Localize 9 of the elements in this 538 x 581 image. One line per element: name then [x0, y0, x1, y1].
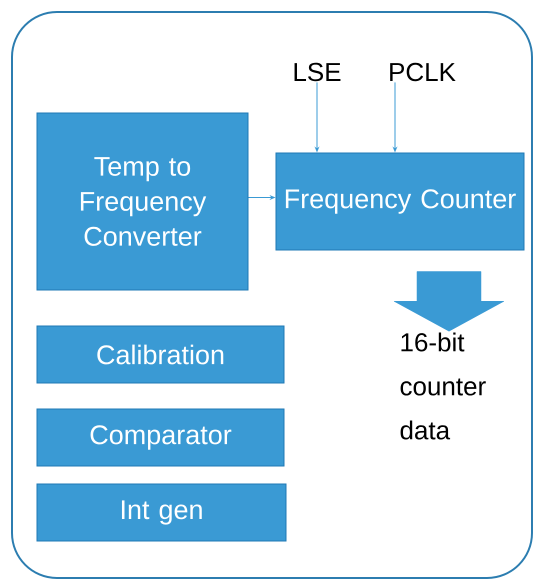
- signal-label: LSE: [294, 62, 340, 82]
- process-box: Temp to Frequency Converter: [36, 112, 248, 290]
- process-box: Frequency Counter: [276, 152, 524, 250]
- output-label: 16-bit counter data: [400, 332, 486, 440]
- process-box: Comparator: [36, 408, 284, 466]
- process-box: Calibration: [36, 326, 284, 384]
- block-arrow: [394, 271, 504, 332]
- process-box: Int gen: [36, 484, 286, 542]
- signal-label: PCLK: [390, 62, 456, 82]
